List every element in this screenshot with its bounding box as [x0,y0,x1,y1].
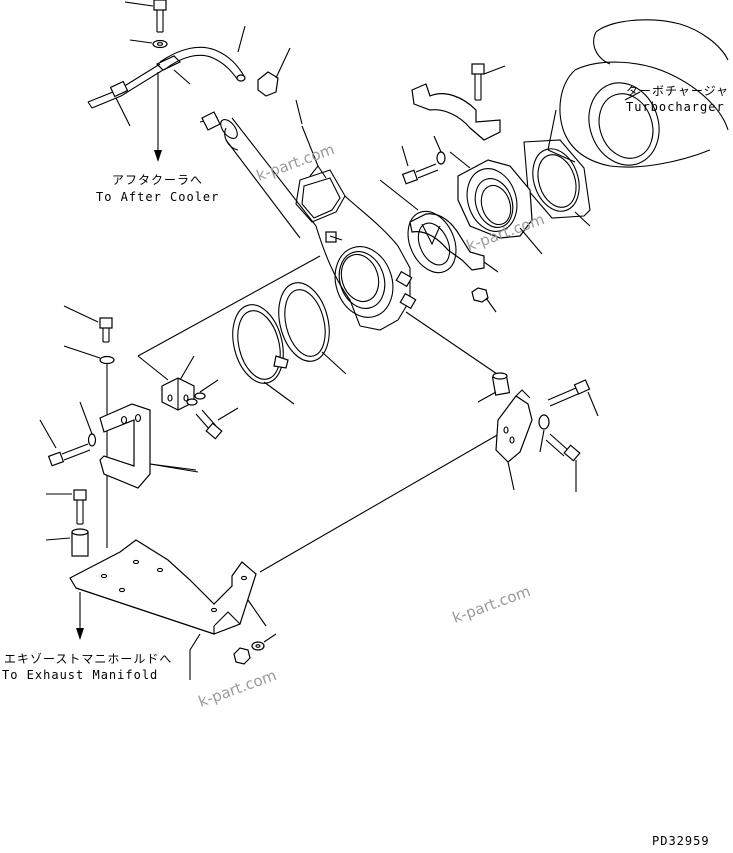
mount-bracket [99,403,199,489]
drawing-number: PD32959 [652,834,710,848]
exhaust-pipe [199,111,417,331]
rubber-hose [159,25,246,82]
clamp-nut [471,287,497,313]
exhaust-manifold-label-jp: エキゾーストマニホールドへ [4,652,173,666]
flange-bolt [401,145,439,185]
guide-line-left [137,255,321,357]
plate-washer [251,633,277,651]
support-plate [69,539,267,680]
clamp-upper [411,83,501,141]
seal-ring-large [278,282,347,375]
right-bolt-lower [545,433,581,492]
guide-line-right [405,311,501,377]
spacer-collar [45,528,89,557]
left-bolt-lower [46,489,87,525]
after-cooler-label-jp: アフタクーラへ [112,173,204,187]
leader-line [329,235,343,241]
top-bolt [124,0,167,33]
left-washer-mid [79,401,97,447]
guide-line-left-b [137,355,169,381]
top-washer [129,39,168,49]
left-bolt-upper [63,305,113,343]
clamp-bolt [471,63,506,101]
adapter-flange [449,151,543,255]
sensor-pipe [87,63,164,127]
leader-line [149,463,197,471]
flat-gasket [379,179,457,274]
plate-nut [233,647,251,665]
right-bolt-upper [547,379,599,417]
small-washers [186,379,219,406]
exhaust-manifold-arrow [76,592,84,640]
elbow-fitting [257,47,291,97]
turbo-gasket [523,139,591,227]
leader-line [295,99,303,125]
hose-clip [155,55,191,85]
turbocharger-label-en: Turbocharger [626,100,725,114]
left-bolt-mid [39,419,91,467]
turbocharger-label-jp: ターボチャージャ [626,84,730,98]
clamp-lower [409,213,499,273]
after-cooler-label-en: To After Cooler [96,190,220,204]
right-washer [538,414,550,453]
after-cooler-arrow [154,72,162,162]
right-bracket [495,389,533,491]
exhaust-manifold-label-en: To Exhaust Manifold [2,668,159,682]
snap-ring [232,304,295,405]
guide-line-plate [259,429,507,573]
right-collar [477,372,511,403]
turbocharger [547,19,729,168]
left-washer-upper [63,345,115,548]
flange-washer [433,135,446,165]
small-bolt [195,407,239,440]
